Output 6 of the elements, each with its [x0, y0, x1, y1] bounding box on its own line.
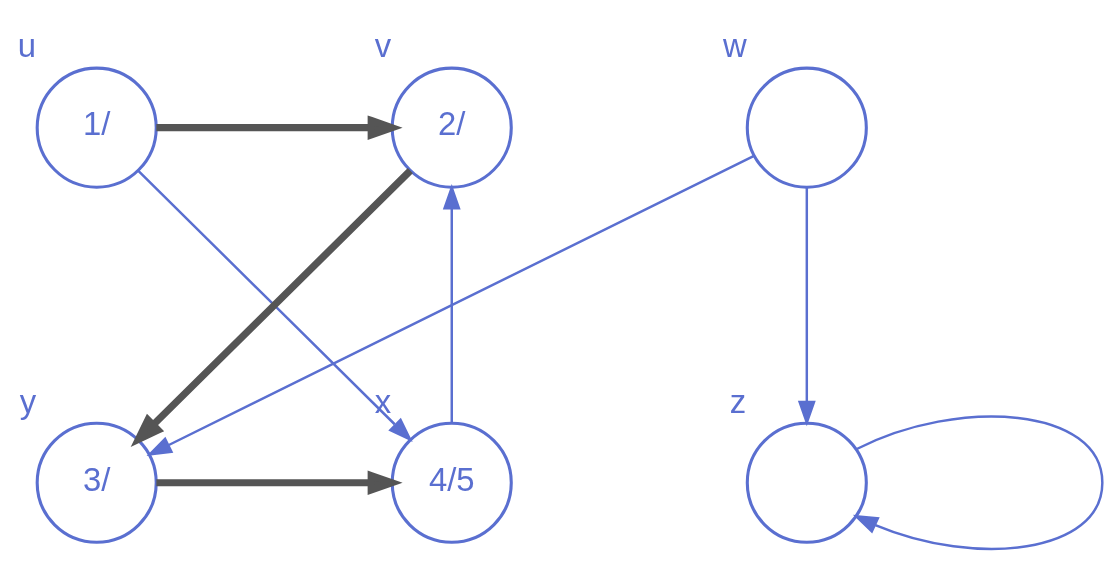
node-label: x	[374, 382, 392, 420]
node-label: y	[19, 382, 37, 420]
node-label: w	[723, 27, 747, 65]
node-label: z	[729, 382, 747, 420]
node-label: u	[17, 27, 37, 65]
node-label: v	[374, 27, 392, 65]
